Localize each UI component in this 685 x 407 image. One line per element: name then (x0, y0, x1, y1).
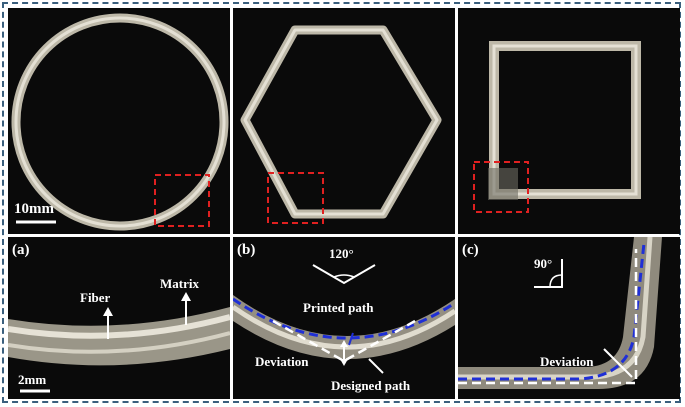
designed-path-arrow (368, 358, 384, 374)
zoom-box-hexagon (267, 172, 324, 224)
panel-label-b: (b) (237, 242, 256, 258)
photo-square-ring (458, 8, 680, 234)
printed-path-arrow (348, 332, 354, 346)
square-ring-highlight (492, 44, 638, 196)
angle-90-label: 90° (534, 256, 553, 271)
panel-a-closeup: (a) Fiber Matrix 2mm (8, 237, 230, 399)
matrix-label: Matrix (160, 276, 199, 291)
printed-path-line-c (458, 242, 646, 381)
panel-a-drawing (8, 292, 230, 393)
angle-120-arc (333, 274, 355, 278)
photo-hexagon-ring (233, 8, 455, 234)
panel-c-closeup: (c) 90° Deviation (458, 237, 680, 399)
hexagon-ring (240, 25, 442, 219)
circle-ring-drawing (11, 13, 229, 231)
photo-circle-ring: 10mm (8, 8, 230, 234)
zoom-box-circle (154, 174, 210, 227)
zoom-box-square (473, 161, 529, 213)
angle-90-symbol (534, 259, 563, 288)
angle-90-arc (549, 274, 563, 288)
panel-label-c: (c) (462, 242, 479, 258)
fiber-strand-c (458, 237, 653, 380)
printed-path-line (233, 297, 455, 340)
fiber-strand-a2 (8, 331, 230, 354)
fiber-label: Fiber (80, 290, 111, 305)
fiber-arrow-head (103, 307, 113, 316)
deviation-label-c: Deviation (540, 354, 594, 369)
panel-b-closeup: (b) 120° Printed path Deviation Designed… (233, 237, 455, 399)
circle-ring-highlight (14, 16, 226, 228)
angle-120-symbol (312, 264, 376, 285)
matrix-arrow-head (181, 292, 191, 301)
panel-label-a: (a) (12, 242, 30, 258)
figure-frame: 10mm (a) Fiber Matrix (2, 2, 681, 403)
printed-path-label: Printed path (303, 300, 374, 315)
square-corner-blob (488, 168, 518, 200)
hexagon-ring-drawing (240, 25, 442, 224)
deviation-arrow-b-up (340, 340, 348, 347)
deviation-arrow-c (603, 348, 633, 378)
scale-bar-label-a: 2mm (18, 372, 47, 387)
fiber-strand-a1 (8, 314, 230, 339)
designed-path-label: Designed path (331, 378, 411, 393)
panel-c-drawing (458, 237, 662, 389)
designed-path-line-c (458, 249, 638, 385)
hexagon-ring-highlight (243, 28, 439, 216)
fiber-band-b (233, 295, 455, 360)
panel-b-drawing (233, 264, 455, 374)
scale-bar-label-top: 10mm (14, 201, 54, 217)
square-ring-drawing (473, 41, 641, 213)
deviation-arrow-b-down (340, 359, 348, 366)
angle-120-label: 120° (329, 246, 354, 261)
deviation-label-b: Deviation (255, 354, 309, 369)
